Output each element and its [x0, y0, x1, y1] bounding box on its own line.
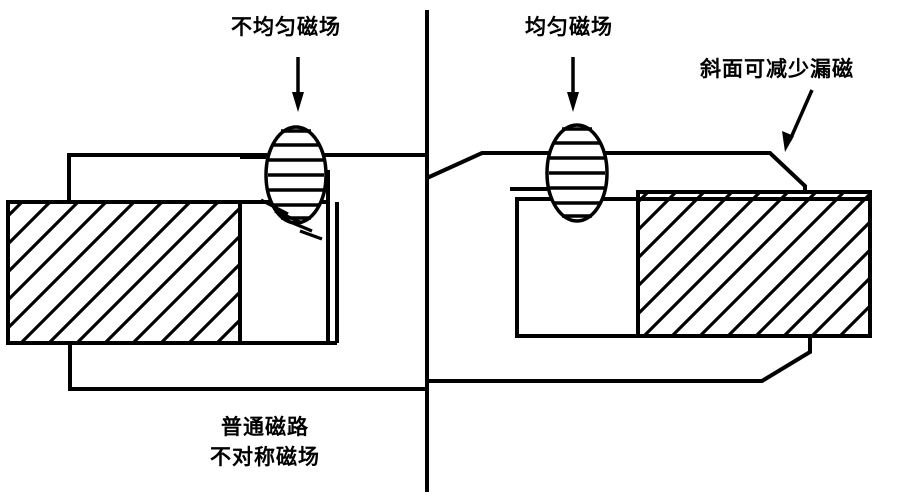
annotation-arrows	[292, 57, 814, 152]
left-magnet-core	[6, 200, 242, 345]
left-upper-yoke	[67, 153, 427, 202]
right-lower-yoke	[427, 337, 812, 383]
right-assembly	[426, 123, 872, 383]
left-lower-yoke	[68, 343, 427, 391]
caption-block: 普通磁路 不对称磁场	[185, 411, 345, 471]
label-nonuniform-field: 不均匀磁场	[231, 15, 341, 39]
label-bevel-note: 斜面可减少漏磁	[700, 57, 854, 81]
right-magnet-core	[636, 190, 872, 338]
label-uniform-field: 均匀磁场	[525, 15, 613, 39]
left-assembly	[6, 125, 427, 391]
diagonal-arrow-bevel-icon	[782, 89, 814, 152]
left-pole-piece	[238, 200, 330, 345]
down-arrow-nonuniform-icon	[292, 57, 304, 112]
caption-line-2: 不对称磁场	[210, 445, 320, 469]
left-coil-winding	[240, 125, 360, 241]
right-coil-winding	[482, 123, 770, 223]
caption-line-1: 普通磁路	[221, 415, 309, 439]
down-arrow-uniform-icon	[567, 57, 579, 112]
